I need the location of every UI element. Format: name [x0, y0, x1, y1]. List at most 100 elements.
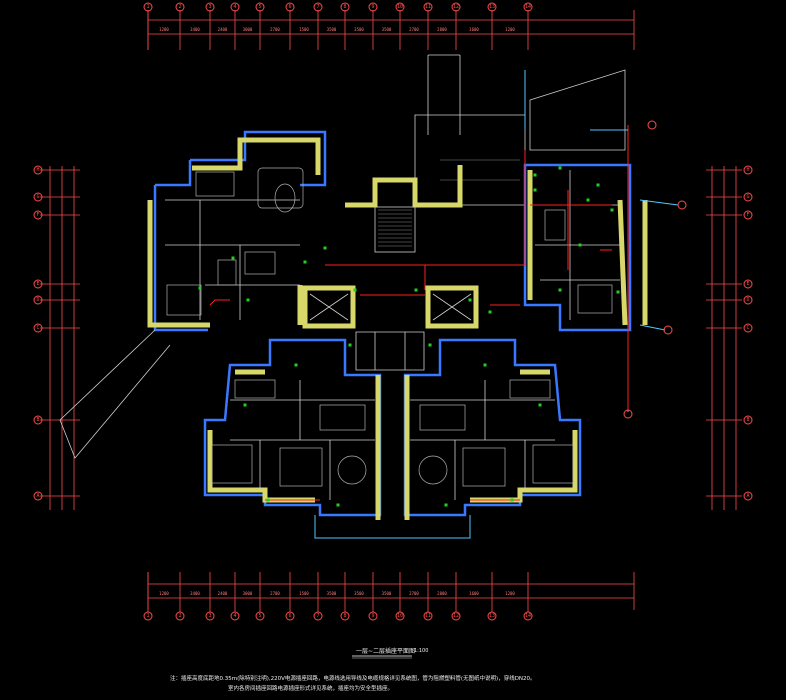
balcony-outline: [314, 515, 471, 539]
axis-label: 6: [288, 613, 291, 619]
socket-marker: [586, 198, 590, 202]
axis-bubble-right-F: F: [706, 210, 753, 220]
axis-label: 3: [208, 4, 211, 10]
central-core: [302, 54, 526, 371]
axis-label: C: [746, 325, 749, 331]
socket-marker: [303, 260, 307, 264]
socket-marker: [198, 286, 202, 290]
dimension-label: 1600: [469, 27, 479, 32]
left-axis-bubbles: H G F E D C B A: [33, 165, 80, 501]
axis-bubble-top-4: 4: [230, 2, 240, 50]
axis-bubble-bottom-12: 12: [451, 572, 461, 621]
axis-label: E: [36, 281, 39, 287]
axis-bubble-left-H: H: [33, 165, 80, 175]
dimension-label: 3500: [382, 27, 392, 32]
axis-label: 2: [178, 4, 181, 10]
axis-label: 6: [288, 4, 291, 10]
axis-bubble-left-G: G: [33, 192, 80, 202]
axis-label: 2: [178, 613, 181, 619]
dimension-label: 3500: [327, 591, 337, 596]
axis-bubble-top-14: 14: [523, 2, 533, 50]
axis-bubble-bottom-8: 8: [340, 572, 350, 621]
callout-lines: [524, 70, 679, 412]
dimension-label: 2700: [270, 591, 280, 596]
socket-marker: [246, 298, 250, 302]
axis-label: 1: [146, 4, 149, 10]
axis-label: 7: [316, 4, 319, 10]
socket-marker: [533, 173, 537, 177]
dimension-label: 2400: [218, 591, 228, 596]
socket-marker: [468, 298, 472, 302]
axis-bubble-top-8: 8: [340, 2, 350, 50]
axis-label: G: [36, 194, 39, 200]
axis-label: 1: [146, 613, 149, 619]
axis-label: H: [746, 167, 749, 173]
axis-bubble-bottom-1: 1: [143, 572, 153, 621]
external-axis-callouts: [623, 120, 687, 419]
axis-label: 14: [525, 613, 531, 619]
socket-marker: [533, 188, 537, 192]
socket-marker: [243, 403, 247, 407]
dimension-label: 2700: [409, 591, 419, 596]
axis-label: 8: [343, 4, 346, 10]
axis-label: H: [36, 167, 39, 173]
axis-bubble-left-F: F: [33, 210, 80, 220]
socket-marker: [558, 166, 562, 170]
axis-bubble-bottom-13: 13: [487, 572, 497, 621]
axis-bubble-top-2: 2: [175, 2, 185, 50]
socket-marker: [578, 243, 582, 247]
socket-symbols: [198, 166, 620, 507]
dimension-label: 1200: [505, 591, 515, 596]
axis-bubble-top-13: 13: [487, 2, 497, 50]
axis-label: 13: [489, 4, 495, 10]
axis-label: 7: [316, 613, 319, 619]
axis-label: 4: [233, 4, 236, 10]
axis-bubble-bottom-2: 2: [175, 572, 185, 621]
axis-bubble-bottom-10: 10: [395, 572, 405, 621]
axis-label: G: [746, 194, 749, 200]
axis-label: E: [746, 281, 749, 287]
dimension-label: 1500: [299, 27, 309, 32]
drawing-title: 一层~二层插座平面图: [356, 648, 416, 655]
axis-label: 10: [397, 4, 403, 10]
socket-marker: [483, 363, 487, 367]
axis-bubble-top-11: 11: [423, 2, 433, 50]
axis-label: 8: [343, 613, 346, 619]
axis-label: 5: [258, 4, 261, 10]
drawing-scale: 1:100: [414, 648, 429, 654]
right-dimension-chain: [711, 166, 737, 510]
axis-bubble-bottom-9: 9: [368, 572, 378, 621]
socket-marker: [348, 343, 352, 347]
axis-bubble-bottom-11: 11: [423, 572, 433, 621]
dimension-label: 1200: [505, 27, 515, 32]
axis-bubble-top-6: 6: [285, 2, 295, 50]
drawing-note-line-1: 注：插座高度底距地0.35m(除特别注明),220V电源插座回路，电源线选用导线…: [170, 676, 536, 682]
axis-bubble-bottom-7: 7: [313, 572, 323, 621]
dimension-label: 2400: [218, 27, 228, 32]
axis-bubble-left-B: B: [33, 415, 80, 425]
axis-label: A: [36, 493, 39, 499]
axis-bubble-top-7: 7: [313, 2, 323, 50]
axis-bubble-left-C: C: [33, 323, 80, 333]
axis-label: C: [36, 325, 39, 331]
dimension-label: 3500: [354, 27, 364, 32]
dimension-label: 3500: [327, 27, 337, 32]
socket-marker: [266, 498, 270, 502]
dimension-label: 3500: [382, 591, 392, 596]
axis-label: 5: [258, 613, 261, 619]
axis-label: D: [36, 297, 39, 303]
axis-label: F: [746, 212, 749, 218]
entrance-ramp: [59, 329, 171, 459]
socket-marker: [323, 246, 327, 250]
unit-lower-right: [403, 338, 582, 520]
axis-label: 3: [208, 613, 211, 619]
axis-bubble-right-G: G: [706, 192, 753, 202]
axis-label: B: [36, 417, 39, 423]
drawing-title-block: [352, 655, 412, 659]
dimension-label: 2700: [409, 27, 419, 32]
axis-bubble-bottom-4: 4: [230, 572, 240, 621]
